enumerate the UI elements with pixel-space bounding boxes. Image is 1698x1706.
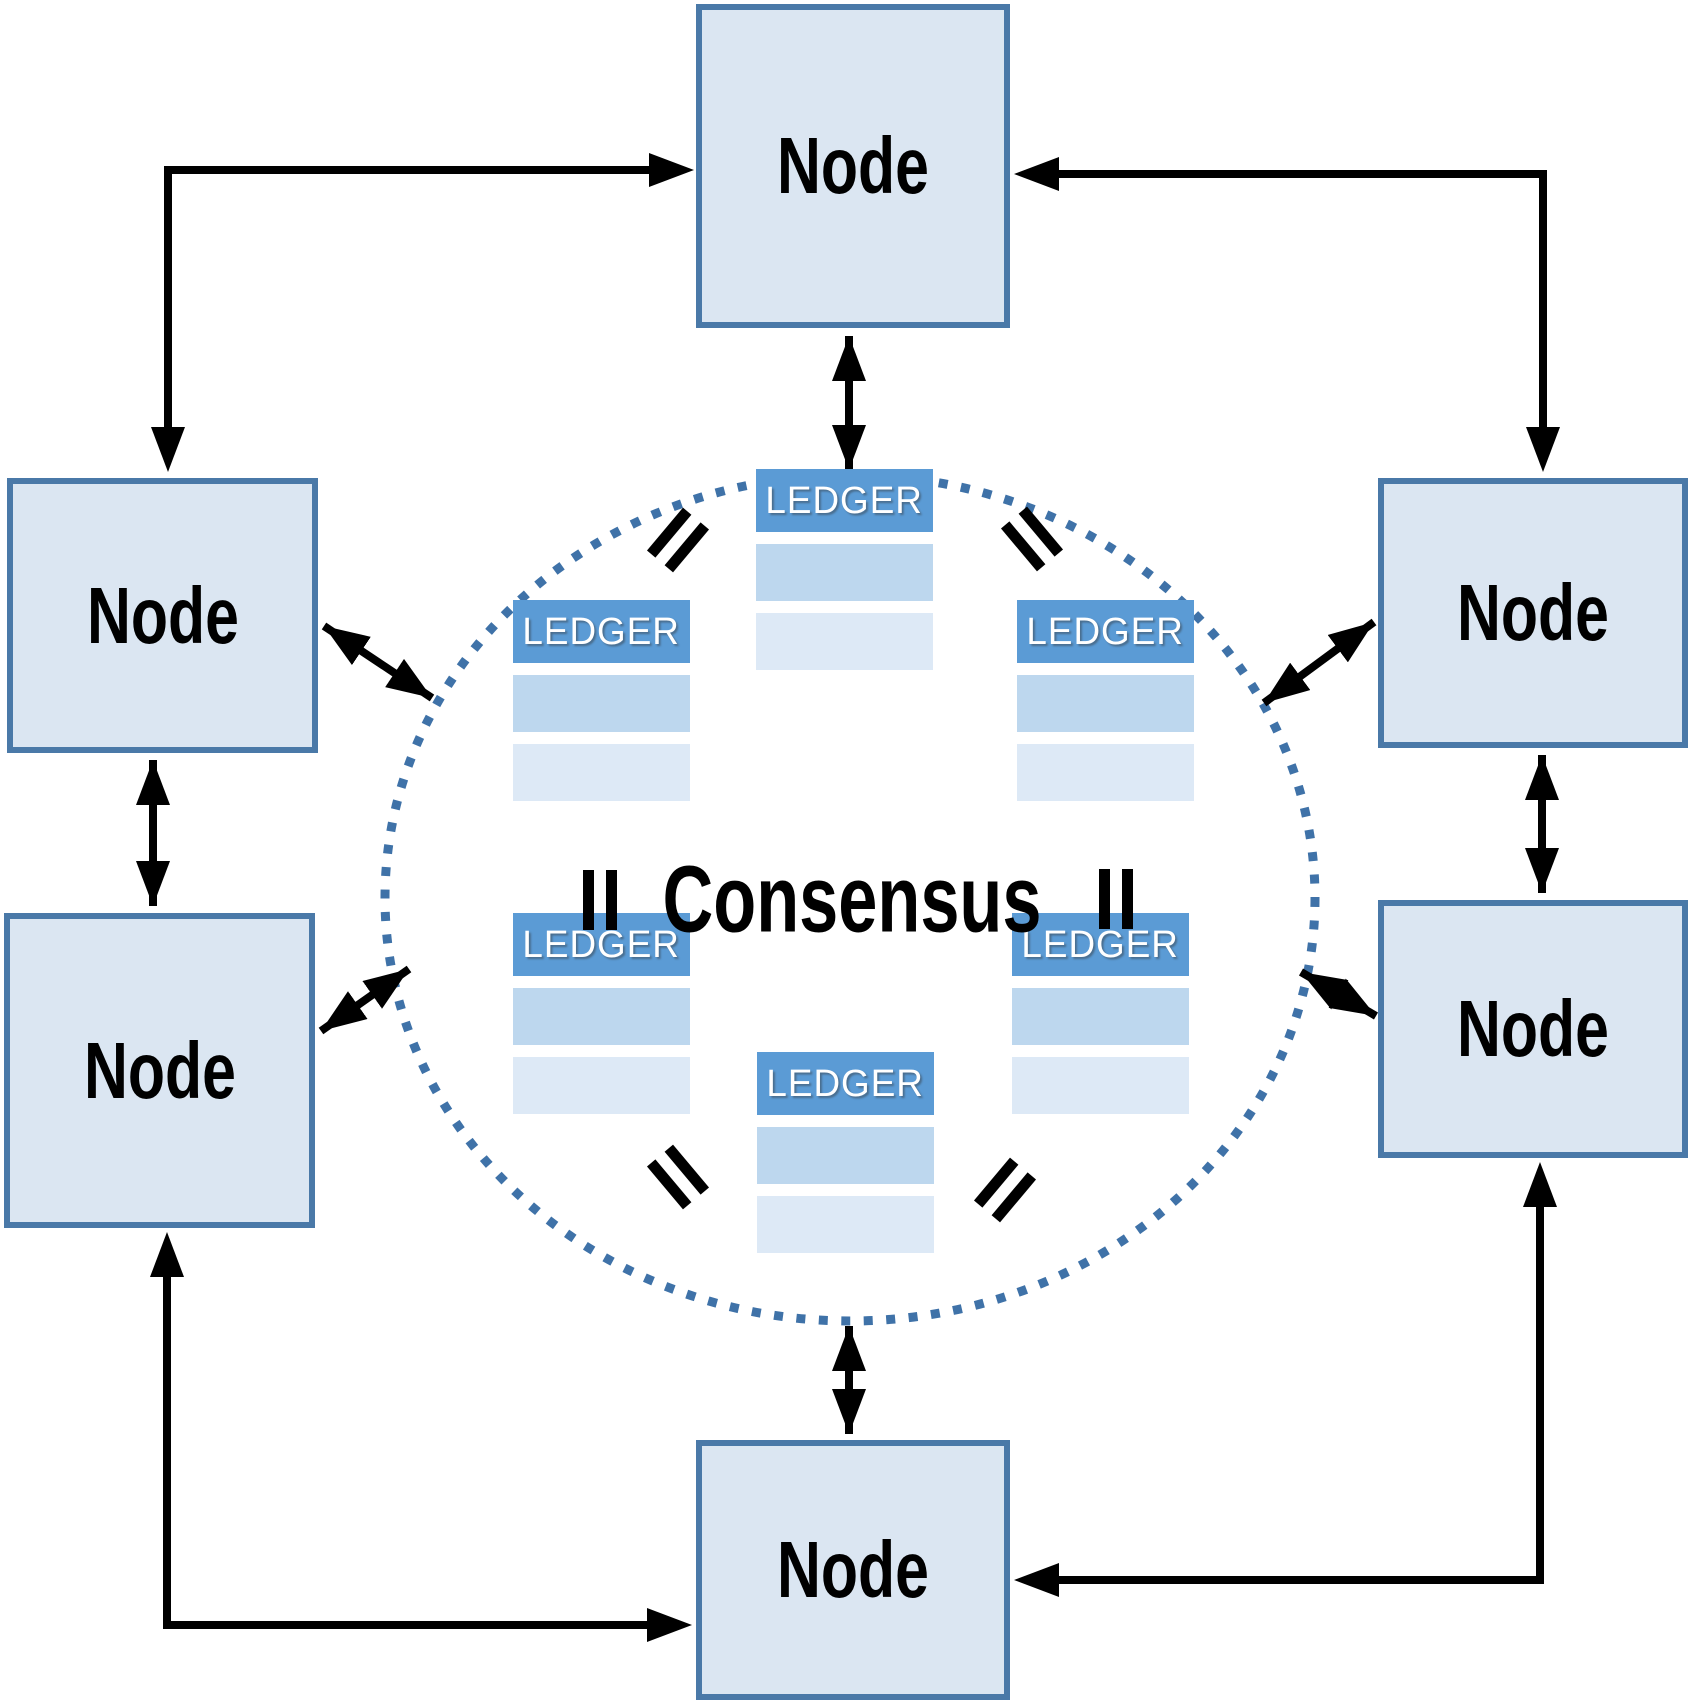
- ledger-label: LEDGER: [766, 1062, 925, 1105]
- node-label: Node: [86, 570, 239, 660]
- ledger-row: [756, 544, 933, 601]
- ledger-header: LEDGER: [513, 913, 690, 976]
- ledger-row: [1017, 744, 1194, 801]
- ledger-header: LEDGER: [757, 1052, 934, 1115]
- arrowhead-icon: [151, 427, 185, 472]
- equals-icon-middle-right: [1099, 869, 1133, 929]
- node-box-left-lower: Node: [4, 913, 315, 1228]
- ledger-header: LEDGER: [1017, 600, 1194, 663]
- node-box-left-upper: Node: [7, 478, 318, 753]
- ledger-header: LEDGER: [756, 469, 933, 532]
- connector-top-right: [1026, 170, 1547, 458]
- connector-bottom-left: [163, 1246, 668, 1629]
- ledger-label: LEDGER: [1021, 923, 1180, 966]
- ledger-label: LEDGER: [522, 610, 681, 653]
- consensus-title: Consensus: [662, 846, 1042, 953]
- arrowhead-icon: [150, 1232, 184, 1277]
- arrowhead-icon: [649, 153, 694, 187]
- node-label: Node: [83, 1025, 236, 1115]
- node-label: Node: [1457, 984, 1609, 1073]
- connector-top-left: [164, 166, 682, 458]
- node-box-top: Node: [696, 4, 1010, 328]
- ledger-table-lower-left: LEDGER: [513, 913, 690, 1126]
- ledger-header: LEDGER: [513, 600, 690, 663]
- ledger-row: [513, 744, 690, 801]
- ledger-table-bottom-center: LEDGER: [757, 1052, 934, 1265]
- ledger-row: [513, 988, 690, 1045]
- arrowhead-icon: [1523, 1162, 1557, 1207]
- ledger-row: [513, 675, 690, 732]
- ledger-row: [757, 1127, 934, 1184]
- ledger-table-lower-right: LEDGER: [1012, 913, 1189, 1126]
- ledger-table-upper-right: LEDGER: [1017, 600, 1194, 813]
- node-label: Node: [777, 121, 929, 210]
- ledger-label: LEDGER: [522, 923, 681, 966]
- arrowhead-icon: [1526, 427, 1560, 472]
- arrow-right-lower-circle: [1298, 968, 1379, 1020]
- ledger-row: [1012, 1057, 1189, 1114]
- node-label: Node: [777, 1525, 929, 1614]
- arrow-left-upper-circle: [321, 622, 435, 702]
- ledger-label: LEDGER: [1026, 610, 1185, 653]
- ledger-row: [757, 1196, 934, 1253]
- ledger-row: [1017, 675, 1194, 732]
- connector-bottom-right: [1038, 1176, 1544, 1584]
- arrowhead-icon: [647, 1608, 692, 1642]
- arrow-right-upper-circle: [1261, 618, 1377, 707]
- ledger-table-top-center: LEDGER: [756, 469, 933, 682]
- ledger-label: LEDGER: [765, 479, 924, 522]
- arrowhead-icon: [1014, 157, 1059, 191]
- node-box-right-upper: Node: [1378, 478, 1688, 748]
- node-box-right-lower: Node: [1378, 900, 1688, 1158]
- arrow-left-lower-circle: [318, 965, 412, 1035]
- ledger-row: [1012, 988, 1189, 1045]
- ledger-row: [756, 613, 933, 670]
- arrowhead-icon: [1014, 1563, 1059, 1597]
- equals-icon-middle-left: [583, 870, 617, 930]
- node-label: Node: [1457, 568, 1609, 657]
- node-box-bottom: Node: [696, 1440, 1010, 1700]
- ledger-table-upper-left: LEDGER: [513, 600, 690, 813]
- ledger-row: [513, 1057, 690, 1114]
